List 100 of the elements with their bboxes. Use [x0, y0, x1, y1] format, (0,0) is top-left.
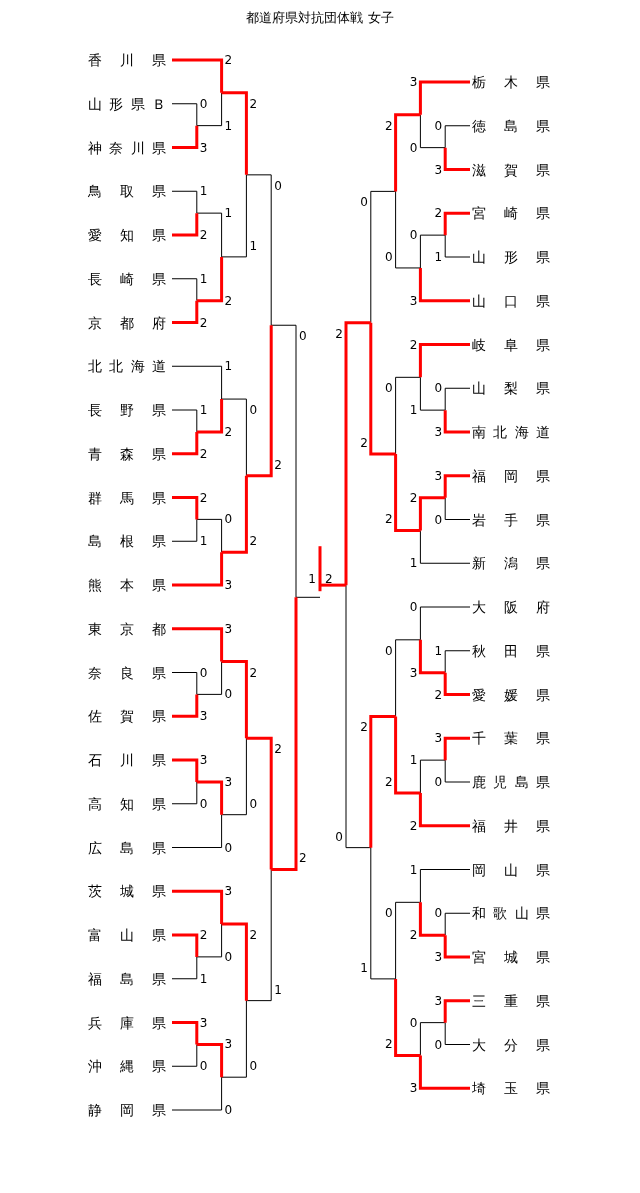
score: 2 [224, 52, 233, 68]
score: 3 [409, 1080, 418, 1097]
team-name: 茨城県 [88, 883, 184, 900]
score: 0 [249, 795, 258, 812]
team-name: 南北海道 [472, 424, 558, 440]
team-name: 岩手県 [472, 511, 568, 528]
score: 3 [434, 424, 443, 440]
score: 3 [224, 773, 233, 790]
score: 0 [384, 642, 393, 659]
score: 3 [224, 883, 233, 900]
score: 1 [409, 402, 418, 419]
score: 0 [409, 1014, 418, 1031]
score: 0 [434, 117, 443, 134]
score: 2 [199, 927, 208, 943]
score: 0 [434, 905, 443, 922]
score: 2 [335, 325, 343, 342]
score: 2 [199, 314, 208, 331]
team-name: 山口県 [472, 292, 568, 309]
score: 0 [199, 95, 208, 112]
score: 2 [384, 773, 393, 790]
score: 3 [434, 992, 443, 1009]
score: 3 [224, 620, 233, 637]
score: 1 [409, 752, 418, 769]
score: 1 [274, 981, 282, 998]
score: 0 [360, 194, 368, 211]
team-name: 熊本県 [88, 577, 184, 593]
score: 3 [409, 664, 418, 681]
team-name: 滋賀県 [472, 161, 568, 178]
team-name: 高知県 [88, 795, 184, 812]
score: 0 [199, 795, 208, 812]
score: 0 [224, 948, 233, 965]
score: 2 [199, 227, 208, 243]
team-name: 千葉県 [472, 730, 568, 747]
team-name: 徳島県 [472, 117, 568, 134]
score: 2 [224, 292, 233, 309]
score: 1 [409, 555, 418, 572]
score: 2 [384, 117, 393, 134]
score: 1 [434, 642, 443, 659]
score: 2 [199, 445, 208, 462]
score: 3 [409, 292, 418, 309]
team-name: 埼玉県 [472, 1080, 568, 1097]
score: 0 [199, 1058, 208, 1075]
score: 0 [224, 1102, 233, 1118]
score: 2 [274, 741, 282, 758]
team-name: 大分県 [472, 1036, 568, 1053]
team-name: 大阪府 [472, 599, 568, 615]
team-name: 長野県 [88, 402, 184, 418]
score: 3 [409, 74, 418, 90]
team-name: 愛媛県 [472, 686, 568, 703]
team-name: 沖縄県 [88, 1058, 184, 1075]
team-name: 長崎県 [88, 270, 184, 287]
team-name: 兵庫県 [88, 1014, 184, 1031]
team-name: 栃木県 [472, 74, 568, 90]
score: 2 [199, 489, 208, 506]
score: 0 [335, 828, 343, 845]
score: 2 [409, 336, 418, 353]
score: 1 [199, 402, 208, 418]
score: 3 [199, 139, 208, 156]
team-name: 福島県 [88, 970, 184, 987]
team-name: 北北海道 [88, 358, 174, 375]
team-name: 静岡県 [88, 1102, 184, 1118]
score: 0 [224, 839, 233, 856]
team-name: 新潟県 [472, 555, 568, 572]
score: 3 [224, 577, 233, 593]
score: 0 [434, 774, 443, 790]
score: 2 [384, 1036, 393, 1053]
team-name: 福岡県 [472, 467, 568, 484]
score: 1 [308, 571, 316, 588]
team-name: 和歌山県 [472, 905, 558, 922]
score: 2 [249, 95, 258, 112]
score: 3 [434, 730, 443, 747]
team-name: 鳥取県 [88, 183, 184, 200]
score: 2 [249, 664, 258, 681]
score: 0 [199, 664, 208, 681]
score: 1 [224, 117, 233, 134]
score: 3 [434, 161, 443, 178]
team-name: 神奈川県 [88, 139, 174, 156]
team-name: 愛知県 [88, 227, 184, 243]
score: 2 [249, 927, 258, 944]
score: 0 [409, 139, 418, 156]
team-name: 宮城県 [472, 949, 568, 965]
team-name: 東京都 [88, 620, 184, 637]
score: 0 [384, 905, 393, 922]
score: 1 [434, 249, 443, 265]
team-name: 鹿児島県 [472, 774, 558, 790]
score: 0 [274, 177, 282, 194]
team-name: 三重県 [472, 992, 568, 1009]
score: 2 [409, 817, 418, 834]
team-name: 富山県 [88, 927, 184, 943]
score: 2 [384, 511, 393, 528]
score: 1 [409, 861, 418, 878]
score: 2 [434, 205, 443, 222]
score: 0 [249, 402, 258, 419]
score: 1 [249, 237, 258, 254]
score: 0 [384, 380, 393, 397]
team-name: 石川県 [88, 752, 184, 768]
score: 2 [434, 686, 443, 703]
score: 3 [434, 467, 443, 484]
team-name: 青森県 [88, 445, 184, 462]
team-name: 香川県 [88, 52, 184, 68]
